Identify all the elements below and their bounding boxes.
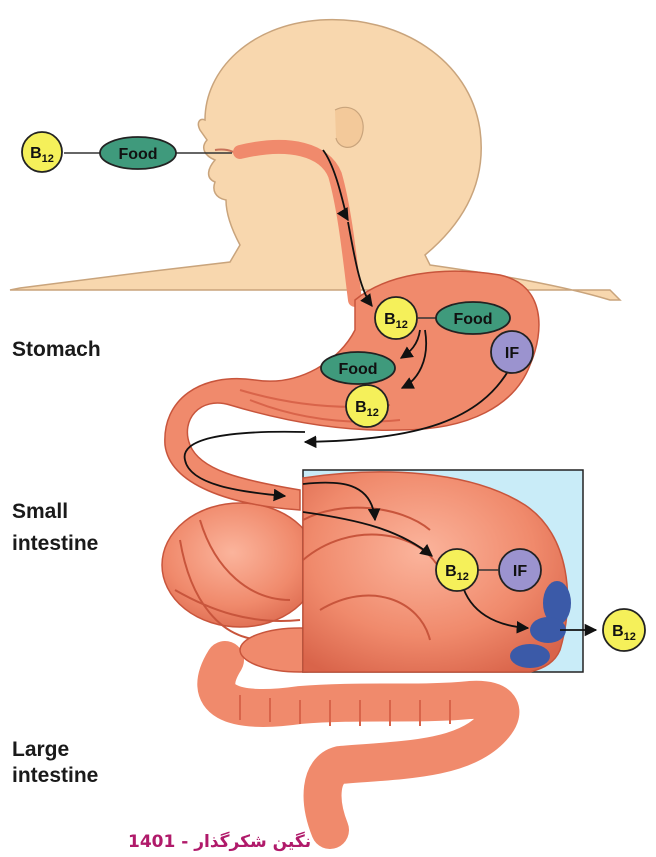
b12-complex: B12 [436, 549, 478, 591]
b12-stomach: B12 [375, 297, 417, 339]
food-stomach: Food [436, 302, 510, 334]
b12-free: B12 [346, 385, 388, 427]
label-small-intestine-line1: Small [12, 498, 68, 526]
large-intestine [216, 660, 500, 830]
food-released: Food [321, 352, 395, 384]
b12-mouth: B12 [22, 132, 62, 172]
if-complex: IF [499, 549, 541, 591]
svg-text:Food: Food [118, 146, 157, 163]
label-large-intestine-line1: Large [12, 736, 69, 764]
label-small-intestine-line2: intestine [12, 530, 98, 558]
label-large-intestine-line2: intestine [12, 762, 98, 790]
svg-text:Food: Food [453, 311, 492, 328]
svg-text:IF: IF [513, 563, 527, 580]
author-credit: نگین شکرگذار - 1401 [128, 832, 311, 852]
svg-text:Food: Food [338, 361, 377, 378]
svg-text:IF: IF [505, 345, 519, 362]
food-mouth: Food [100, 137, 176, 169]
ear [335, 107, 363, 147]
label-stomach: Stomach [12, 336, 101, 364]
b12-absorbed: B12 [603, 609, 645, 651]
if-stomach: IF [491, 331, 533, 373]
